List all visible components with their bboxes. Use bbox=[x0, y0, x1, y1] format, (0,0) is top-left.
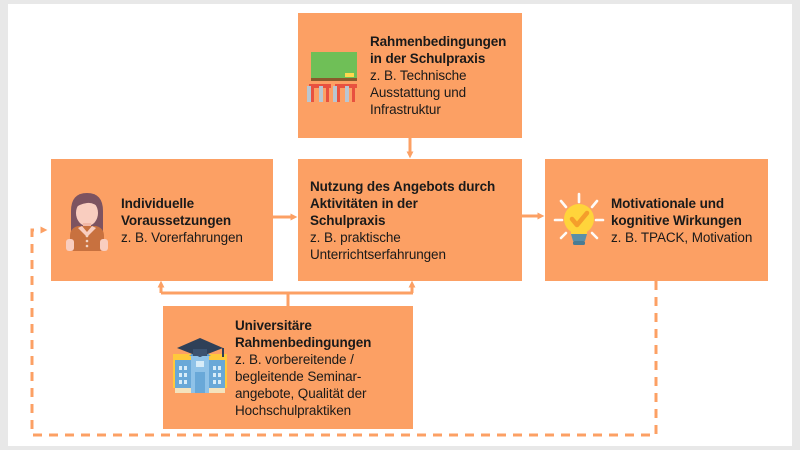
node-title-line2: kognitive Wirkungen bbox=[611, 212, 742, 228]
node-nutzung-des-angebots[interactable]: Nutzung des Angebots durch Aktivitäten i… bbox=[298, 159, 522, 281]
node-sub-line1: z. B. praktische bbox=[310, 229, 401, 245]
node-sub-line3: Infrastruktur bbox=[370, 102, 441, 117]
node-rahmenbedingungen-schulpraxis[interactable]: Rahmenbedingungen in der Schulpraxis z. … bbox=[298, 13, 522, 138]
node-title-line1: Nutzung des Angebots durch bbox=[310, 178, 496, 194]
connector-universitaere-branch bbox=[157, 280, 416, 306]
node-sub-line1: z. B. Technische bbox=[370, 68, 467, 83]
node-title-line2: in der Schulpraxis bbox=[370, 51, 486, 66]
node-sub-line1: z. B. TPACK, Motivation bbox=[611, 229, 753, 245]
node-sub-line1: z. B. Vorerfahrungen bbox=[121, 229, 243, 245]
person-student-icon bbox=[59, 189, 115, 251]
node-text-block: Universitäre Rahmenbedingungen z. B. vor… bbox=[231, 317, 405, 419]
node-title-line3: Schulpraxis bbox=[310, 212, 386, 228]
university-building-icon bbox=[169, 334, 231, 402]
node-title-line2: Aktivitäten in der bbox=[310, 195, 418, 211]
node-title-line1: Individuelle bbox=[121, 195, 195, 211]
node-title-line1: Universitäre bbox=[235, 317, 312, 333]
node-text-block: Nutzung des Angebots durch Aktivitäten i… bbox=[310, 178, 512, 263]
node-motivationale-kognitive-wirkungen[interactable]: Motivationale und kognitive Wirkungen z.… bbox=[545, 159, 768, 281]
lightbulb-check-icon bbox=[551, 191, 607, 249]
node-universitaere-rahmenbedingungen[interactable]: Universitäre Rahmenbedingungen z. B. vor… bbox=[163, 306, 413, 429]
node-title-line2: Voraussetzungen bbox=[121, 212, 232, 228]
node-title-line1: Motivationale und bbox=[611, 195, 725, 211]
node-sub-line3: angebote, Qualität der bbox=[235, 385, 367, 401]
node-title-line1: Rahmenbedingungen bbox=[370, 34, 507, 49]
node-sub-line2: begleitende Seminar- bbox=[235, 368, 362, 384]
node-sub-line2: Unterrichtserfahrungen bbox=[310, 246, 446, 262]
node-title-line2: Rahmenbedingungen bbox=[235, 334, 372, 350]
chalkboard-desks-icon bbox=[306, 48, 366, 104]
node-text-block: Individuelle Voraussetzungen z. B. Vorer… bbox=[115, 195, 265, 246]
node-text-block: Motivationale und kognitive Wirkungen z.… bbox=[607, 195, 762, 246]
node-sub-line2: Ausstattung und bbox=[370, 85, 467, 100]
node-text-block: Rahmenbedingungen in der Schulpraxis z. … bbox=[366, 33, 512, 118]
node-individuelle-voraussetzungen[interactable]: Individuelle Voraussetzungen z. B. Vorer… bbox=[51, 159, 273, 281]
node-sub-line1: z. B. vorbereitende / bbox=[235, 351, 354, 367]
node-sub-line4: Hochschulpraktiken bbox=[235, 402, 352, 418]
